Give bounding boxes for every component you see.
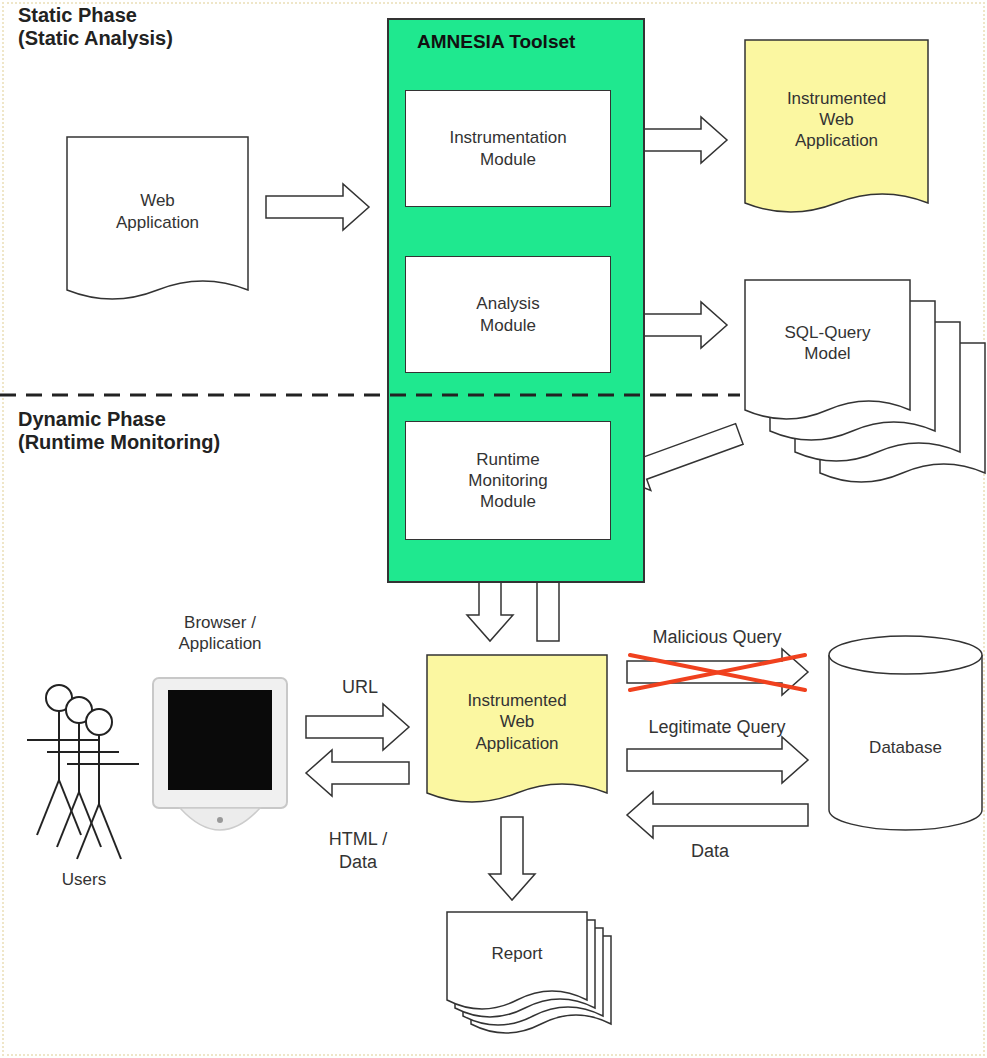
document-shape: Instrumented Web Application	[427, 655, 607, 805]
blocked-cross	[630, 655, 805, 690]
document-outline	[427, 655, 611, 809]
toolset-band: AMNESIA ToolsetInstrumentation ModuleAna…	[387, 18, 645, 583]
phase-label: Dynamic Phase (Runtime Monitoring)	[18, 408, 238, 454]
users-figures: Users	[25, 675, 143, 890]
node-text: Analysis Module	[448, 293, 568, 336]
document-page	[67, 137, 248, 299]
block-arrow	[627, 737, 808, 783]
document-page	[447, 912, 587, 1009]
document-outline	[447, 912, 615, 1040]
database-cylinder: Database	[828, 635, 983, 830]
block-arrow	[627, 649, 808, 695]
node-text: Users	[62, 869, 106, 890]
block-arrow	[266, 184, 369, 230]
node-text: Instrumented Web Application	[457, 690, 577, 754]
edge-label: Legitimate Query	[612, 716, 822, 739]
document-stack: Report	[447, 912, 587, 1012]
node-text: AMNESIA Toolset	[389, 20, 643, 54]
module-box: Runtime Monitoring Module	[405, 421, 611, 540]
doc-content: Web Application	[67, 137, 248, 302]
node-text: Web Application	[98, 190, 218, 233]
node-text: Database	[869, 737, 942, 758]
document-outline	[745, 280, 987, 489]
node-text: Runtime Monitoring Module	[448, 449, 568, 513]
edge-label: Data	[660, 840, 760, 863]
block-arrow	[489, 817, 535, 900]
box-content: Analysis Module	[406, 257, 610, 372]
document-page	[427, 655, 607, 802]
edge-label: HTML / Data	[318, 828, 398, 875]
document-page	[745, 280, 910, 419]
document-stack: SQL-Query Model	[745, 280, 910, 422]
block-arrow	[627, 792, 808, 838]
doc-content: Instrumented Web Application	[745, 40, 928, 215]
box-content: Runtime Monitoring Module	[406, 422, 610, 539]
node-text: Browser / Application	[165, 612, 275, 655]
doc-content: SQL-Query Model	[745, 280, 910, 422]
node-text: Instrumented Web Application	[777, 88, 897, 152]
document-page	[745, 40, 928, 212]
box-content: Instrumentation Module	[406, 91, 610, 206]
edge-label: URL	[330, 676, 390, 699]
document-outline	[745, 40, 932, 219]
stick-figures	[25, 675, 143, 890]
module-box: Analysis Module	[405, 256, 611, 373]
cylinder-outline	[828, 635, 983, 830]
node-text: Instrumentation Module	[433, 127, 583, 170]
module-box: Instrumentation Module	[405, 90, 611, 207]
document-shape: Instrumented Web Application	[745, 40, 928, 215]
doc-content: Report	[447, 912, 587, 1012]
phase-label: Static Phase (Static Analysis)	[18, 4, 203, 50]
cyl-content: Database	[828, 635, 983, 830]
monitor-label: Browser / Application	[150, 612, 290, 655]
node-text: SQL-Query Model	[778, 322, 878, 365]
block-arrow	[306, 750, 409, 796]
node-text: Report	[491, 943, 542, 964]
doc-content: Instrumented Web Application	[427, 655, 607, 805]
users-label: Users	[25, 869, 143, 890]
block-arrow	[306, 704, 409, 750]
stick-figure	[67, 709, 139, 859]
browser-monitor: Browser / Application	[150, 612, 290, 844]
document-shape: Web Application	[67, 137, 248, 302]
edge-label: Malicious Query	[612, 626, 822, 649]
